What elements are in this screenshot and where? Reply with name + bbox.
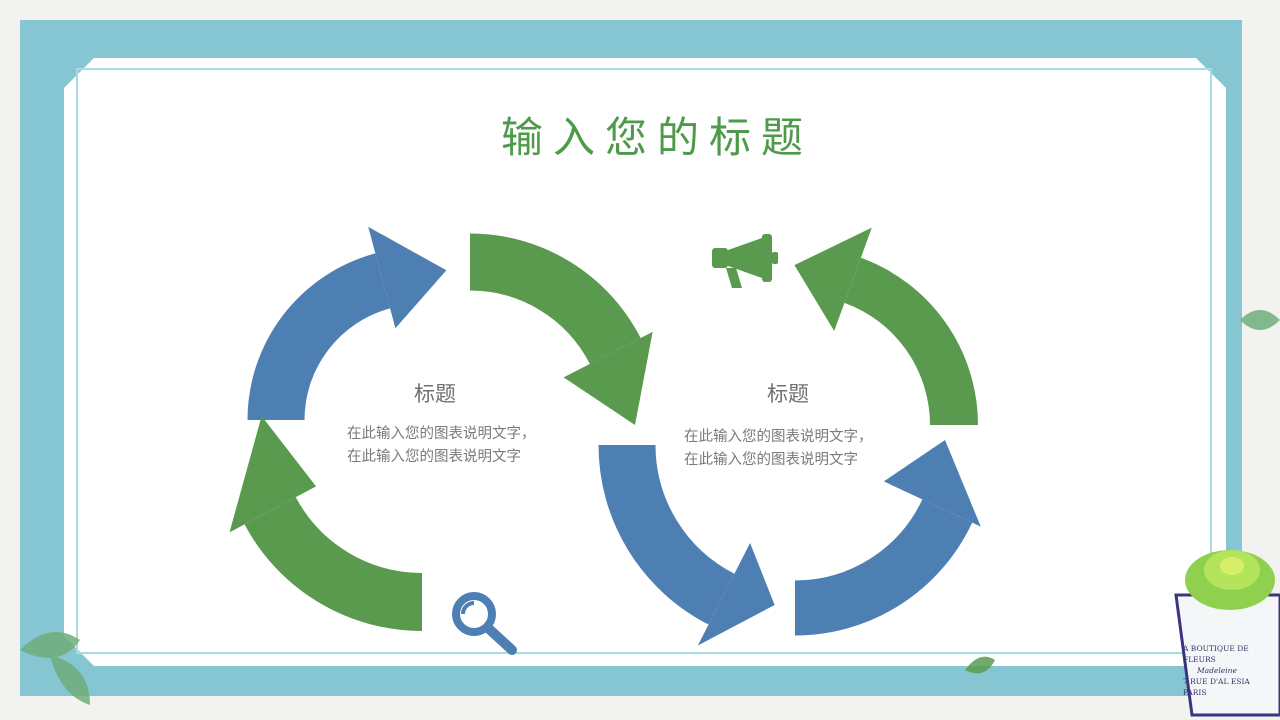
arrow-blue-top-left-head (368, 226, 447, 329)
leaf-decoration (20, 310, 1280, 705)
arrow-green-top-far-right-head (794, 227, 872, 332)
frame-inner-line (76, 68, 1212, 654)
block-2-line-1: 在此输入您的图表说明文字， (684, 429, 873, 445)
arrow-green-top-right-body (469, 233, 641, 365)
arrow-blue-bottom-middle-head (697, 543, 775, 646)
pot-label-line-1: A BOUTIQUE DE FLEURS (1183, 644, 1249, 664)
megaphone-icon (712, 234, 778, 288)
arrow-blue-bottom-right-head (883, 440, 981, 527)
block-2-description: 在此输入您的图表说明文字， 在此输入您的图表说明文字 (684, 426, 873, 472)
magnifier-icon (452, 592, 517, 655)
block-1-heading: 标题 (414, 382, 456, 406)
arrow-blue-bottom-middle-body (598, 444, 736, 625)
succulent-pot-image (1174, 550, 1280, 717)
pot-label: A BOUTIQUE DE FLEURS Madeleine 7 RUE D'A… (1183, 643, 1273, 698)
block-2-heading: 标题 (767, 382, 809, 406)
arrow-blue-top-left-body (247, 253, 391, 421)
pot-label-line-2: Madeleine (1197, 666, 1237, 675)
arrow-blue-bottom-right-body (794, 498, 973, 636)
block-1-line-2: 在此输入您的图表说明文字 (347, 449, 521, 465)
arrow-green-bottom-left-body (244, 496, 423, 631)
pot-label-line-3: 7 RUE D'AL ESIA PARIS (1183, 677, 1250, 697)
arrow-green-top-far-right-body (843, 257, 978, 426)
block-1-line-1: 在此输入您的图表说明文字， (347, 426, 536, 442)
slide-title: 输入您的标题 (500, 113, 813, 162)
arrow-green-bottom-left-head (229, 415, 317, 533)
block-1-description: 在此输入您的图表说明文字， 在此输入您的图表说明文字 (347, 423, 536, 469)
block-2-line-2: 在此输入您的图表说明文字 (684, 452, 858, 468)
arrow-green-top-right-head (563, 331, 653, 425)
